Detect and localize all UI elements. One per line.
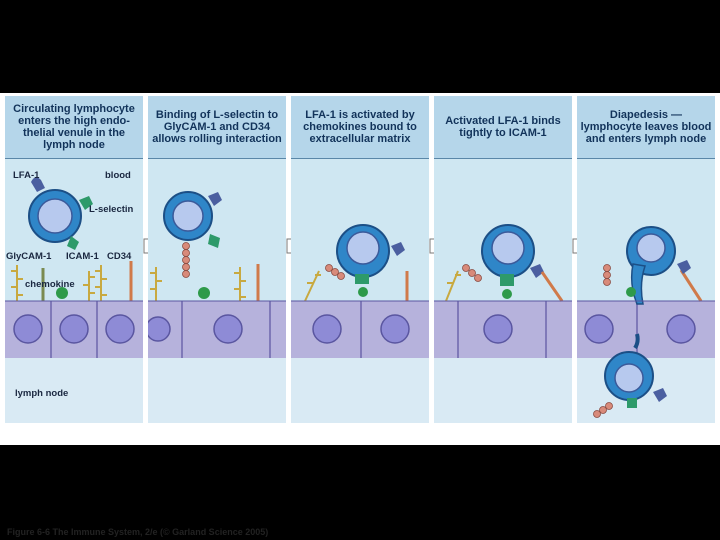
lymph-node-area <box>148 358 286 423</box>
glycam-beads <box>182 242 190 278</box>
label-lselectin: L-selectin <box>89 204 134 215</box>
lfa1-receptor <box>31 177 45 192</box>
panel-title: Activated LFA-1 binds tightly to ICAM-1 <box>434 96 572 159</box>
figure: Circulating lymphocyte enters the high e… <box>0 93 720 537</box>
panel-circulating: Circulating lymphocyte enters the high e… <box>5 96 143 423</box>
lymph-node-area <box>291 358 429 423</box>
panel-diapedesis: Diapedesis — lymphocyte leaves blood and… <box>577 96 715 423</box>
panel-illustration <box>291 224 429 358</box>
lymph-node-area <box>434 358 572 423</box>
panel-illustration <box>577 226 715 418</box>
label-glycam1: GlyCAM-1 <box>6 251 52 262</box>
lymphocyte <box>336 224 390 278</box>
panel-illustration <box>434 224 572 358</box>
lymphocyte <box>481 224 535 278</box>
label-icam1: ICAM-1 <box>66 251 99 262</box>
label-lfa1: LFA-1 <box>13 170 40 181</box>
panel-title: Diapedesis — lymphocyte leaves blood and… <box>577 96 715 159</box>
lymph-node-area <box>5 358 143 423</box>
label-blood: blood <box>105 170 131 181</box>
lselectin-receptor <box>79 196 93 210</box>
panel-rolling: Binding of L-selectin to GlyCAM-1 and CD… <box>148 96 286 423</box>
label-cd34: CD34 <box>107 251 132 262</box>
panel-illustration <box>148 191 286 358</box>
endothelial-nucleus <box>105 314 135 344</box>
lymphocyte <box>28 189 82 243</box>
panel-tight-binding: Activated LFA-1 binds tightly to ICAM-1 <box>434 96 572 423</box>
panel-title: LFA-1 is activated by chemokines bound t… <box>291 96 429 159</box>
label-lymph-node: lymph node <box>15 388 69 399</box>
panel-title: Binding of L-selectin to GlyCAM-1 and CD… <box>148 96 286 159</box>
figure-caption: Figure 6-6 The Immune System, 2/e (© Gar… <box>7 527 269 537</box>
endothelial-nucleus <box>13 314 43 344</box>
endothelial-nucleus <box>59 314 89 344</box>
glycam-molecules <box>11 265 107 301</box>
chemokine-dot <box>56 287 68 299</box>
panel-lfa1-activation: LFA-1 is activated by chemokines bound t… <box>291 96 429 423</box>
lymphocyte-lower <box>604 333 654 401</box>
label-chemokine: chemokine <box>25 279 75 290</box>
panel-illustration <box>5 177 143 358</box>
panel-title: Circulating lymphocyte enters the high e… <box>5 96 143 159</box>
endothelial-cells <box>13 301 135 358</box>
lymphocyte <box>163 191 213 241</box>
